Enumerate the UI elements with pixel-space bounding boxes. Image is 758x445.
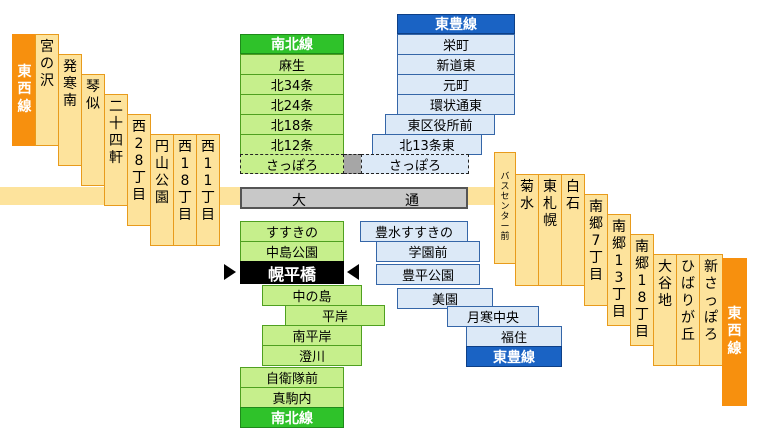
toho-line-header-north: 東豊線 bbox=[397, 14, 515, 34]
station-gakuen-mae[interactable]: 学園前 bbox=[376, 241, 480, 262]
station-nishi-28-chome[interactable]: 西28丁目 bbox=[127, 114, 151, 226]
tozai-track-east bbox=[466, 187, 496, 205]
station-miyanosawa[interactable]: 宮の沢 bbox=[35, 34, 59, 146]
station-kita-13-jo-higashi[interactable]: 北13条東 bbox=[372, 134, 482, 155]
station-kanjo-dori-higashi[interactable]: 環状通東 bbox=[397, 94, 515, 115]
station-misono[interactable]: 美園 bbox=[397, 288, 493, 309]
station-shin-sapporo[interactable]: 新さっぽろ bbox=[699, 254, 723, 366]
sapporo-connector bbox=[344, 154, 361, 174]
station-nishi-18-chome[interactable]: 西18丁目 bbox=[173, 134, 197, 246]
station-asabu[interactable]: 麻生 bbox=[240, 54, 344, 75]
station-susukino[interactable]: すすきの bbox=[240, 221, 344, 242]
tozai-line-header-east: 東西線 bbox=[722, 258, 747, 406]
station-kikusui[interactable]: 菊水 bbox=[515, 174, 539, 286]
station-shiroishi[interactable]: 白石 bbox=[561, 174, 585, 286]
station-bus-center-mae[interactable]: バスセンター前 bbox=[494, 152, 516, 264]
current-station-marker-right bbox=[347, 264, 359, 280]
station-hibarigaoka[interactable]: ひばりが丘 bbox=[676, 254, 700, 366]
station-motomachi[interactable]: 元町 bbox=[397, 74, 515, 95]
station-higashi-kuyakusho-mae[interactable]: 東区役所前 bbox=[385, 114, 495, 135]
station-kotoni[interactable]: 琴似 bbox=[81, 74, 105, 186]
toho-line-header-south: 東豊線 bbox=[466, 346, 562, 367]
station-hosui-susukino[interactable]: 豊水すすきの bbox=[360, 221, 468, 242]
station-nango-18-chome[interactable]: 南郷18丁目 bbox=[630, 234, 654, 346]
odori-label-left: 大 bbox=[292, 193, 306, 209]
station-kita-18-jo[interactable]: 北18条 bbox=[240, 114, 344, 135]
station-sapporo-toho[interactable]: さっぽろ bbox=[361, 154, 469, 174]
station-nakanoshima[interactable]: 中の島 bbox=[262, 285, 362, 306]
station-shindo-higashi[interactable]: 新道東 bbox=[397, 54, 515, 75]
station-sumikawa[interactable]: 澄川 bbox=[262, 345, 362, 366]
odori-label-right: 通 bbox=[405, 193, 419, 209]
station-nakajima-koen[interactable]: 中島公園 bbox=[240, 241, 344, 262]
odori-concourse[interactable]: 大 通 bbox=[240, 187, 468, 209]
station-nijuyonken[interactable]: 二十四軒 bbox=[104, 94, 128, 206]
station-fukuzumi[interactable]: 福住 bbox=[466, 326, 562, 347]
station-oyachi[interactable]: 大谷地 bbox=[653, 254, 677, 366]
station-horohirabashi-current[interactable]: 幌平橋 bbox=[240, 261, 344, 284]
tozai-line-header-west: 東西線 bbox=[12, 34, 37, 146]
station-jieitai-mae[interactable]: 自衛隊前 bbox=[240, 367, 344, 388]
station-sakaemachi[interactable]: 栄町 bbox=[397, 34, 515, 55]
station-kita-24-jo[interactable]: 北24条 bbox=[240, 94, 344, 115]
station-hassamu-minami[interactable]: 発寒南 bbox=[58, 54, 82, 166]
station-tsukisamu-chuo[interactable]: 月寒中央 bbox=[447, 306, 539, 327]
station-higashi-sapporo[interactable]: 東札幌 bbox=[538, 174, 562, 286]
station-kita-12-jo[interactable]: 北12条 bbox=[240, 134, 344, 155]
station-nishi-11-chome[interactable]: 西11丁目 bbox=[196, 134, 220, 246]
station-sapporo-nanboku[interactable]: さっぽろ bbox=[240, 154, 344, 174]
station-minami-hiragishi[interactable]: 南平岸 bbox=[262, 325, 362, 346]
station-nango-13-chome[interactable]: 南郷13丁目 bbox=[607, 214, 631, 326]
current-station-marker-left bbox=[224, 264, 236, 280]
nanboku-line-header-north: 南北線 bbox=[240, 34, 344, 54]
station-makomanai[interactable]: 真駒内 bbox=[240, 387, 344, 408]
nanboku-line-header-south: 南北線 bbox=[240, 407, 344, 428]
station-kita-34-jo[interactable]: 北34条 bbox=[240, 74, 344, 95]
station-nango-7-chome[interactable]: 南郷7丁目 bbox=[584, 194, 608, 306]
station-toyohira-koen[interactable]: 豊平公園 bbox=[376, 264, 480, 285]
station-maruyama-koen[interactable]: 円山公園 bbox=[150, 134, 174, 246]
station-hiragishi[interactable]: 平岸 bbox=[285, 305, 385, 326]
